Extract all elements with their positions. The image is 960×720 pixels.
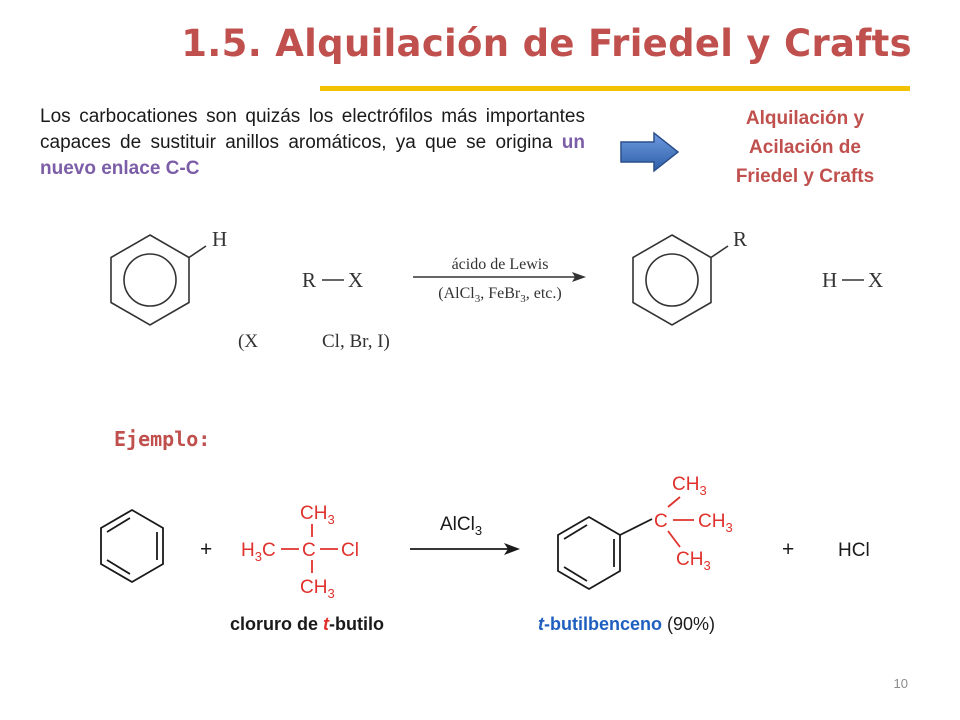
side-note-line-1: Alquilación y [745,108,865,129]
catalyst-label: ácido de Lewis [452,256,549,273]
halogen-note-right: Cl, Br, I) [322,331,390,352]
svg-text:CH3: CH3 [300,577,335,601]
alkyl-halide-r: R [302,268,316,292]
svg-text:CH3: CH3 [672,474,707,498]
reactant-h-atom: H [212,227,227,251]
svg-text:CH3: CH3 [300,503,335,527]
reactant-name: cloruro de t-butilo [230,614,384,634]
plus-sign-1: + [200,538,212,561]
halogen-note-left: (X [238,331,258,352]
intro-highlight: un nuevo enlace C-C [40,132,585,179]
svg-text:Cl: Cl [341,540,359,561]
svg-text:C: C [654,511,668,532]
page-number: 10 [893,676,908,691]
byproduct-h: H [822,268,837,292]
benzene-product [632,234,729,326]
product-r-group: R [733,227,747,251]
tert-butyl-group: CH3 C CH3 CH3 [654,474,733,573]
example-arrow-head [504,543,520,555]
slide-title: 1.5. Alquilación de Friedel y Crafts [181,22,912,65]
svg-text:C: C [302,540,316,561]
benzene-example-reactant [100,508,164,584]
benzene-reactant [110,234,207,326]
example-byproduct: HCl [838,540,870,561]
svg-text:CH3: CH3 [676,549,711,573]
intro-text: Los carbocationes son quizás los electró… [40,106,585,153]
tert-butyl-chloride: CH3 H3C C Cl CH3 [241,503,359,601]
alkyl-halide-x: X [348,268,363,292]
benzene-example-product [557,515,653,591]
general-reaction-scheme: H R X ácido de Lewis (AlCl3, FeBr3, etc.… [110,227,883,352]
side-note: Alquilación y Acilación de Friedel y Cra… [700,104,910,191]
right-arrow-icon [620,131,680,173]
example-reaction-scheme: + CH3 H3C C Cl CH3 cloruro de t-butilo A… [100,474,870,634]
product-name: t-butilbenceno (90%) [538,614,715,634]
reaction-arrow-head [572,272,586,282]
side-note-line-2: Acilación de [749,137,861,158]
byproduct-x: X [868,268,883,292]
intro-paragraph: Los carbocationes son quizás los electró… [40,104,585,182]
title-underline [320,86,910,91]
side-note-line-3: Friedel y Crafts [735,166,875,187]
example-label: Ejemplo: [114,427,211,451]
svg-text:H3C: H3C [241,540,276,564]
example-catalyst: AlCl3 [440,514,482,538]
plus-sign-2: + [782,538,794,561]
catalyst-examples: (AlCl3, FeBr3, etc.) [438,285,561,305]
svg-text:CH3: CH3 [698,511,733,535]
